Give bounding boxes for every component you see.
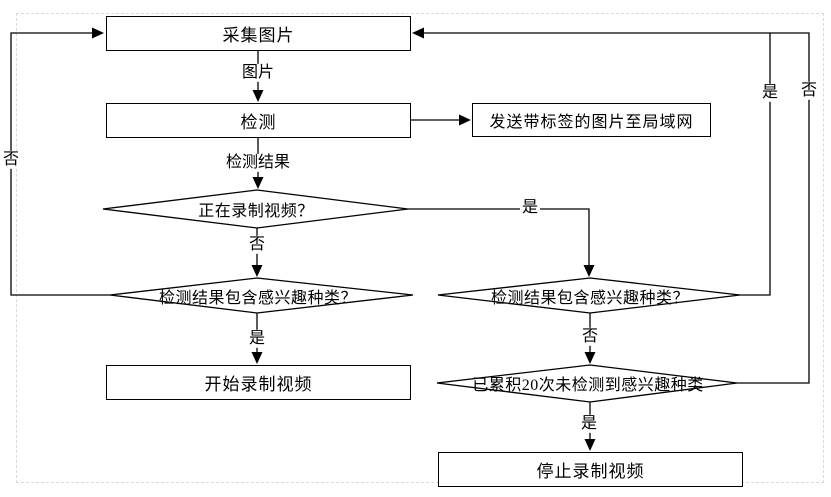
- edge-label-yes-accumulated: 是: [578, 414, 600, 434]
- decision-interest-left-label: 检测结果包含感兴趣种类？: [158, 290, 358, 307]
- edge-label-no-left-loop: 否: [0, 150, 22, 170]
- arrowhead-down-interest-right: [583, 265, 595, 277]
- arrowhead-down-accumulated: [584, 352, 596, 364]
- arrowhead-right-collect: [92, 27, 104, 39]
- node-start-recording-label: 开始录制视频: [204, 375, 313, 394]
- node-detect-label: 检测: [240, 113, 277, 132]
- arrowhead-down-interest-left: [251, 265, 263, 277]
- node-detect: 检测: [106, 103, 411, 138]
- decision-interest-right-label: 检测结果包含感兴趣种类？: [490, 290, 690, 307]
- edge-label-detect-result: 检测结果: [223, 153, 293, 173]
- decision-recording-label: 正在录制视频？: [198, 203, 314, 220]
- arrowhead-right-lan: [459, 114, 471, 126]
- node-stop-recording: 停止录制视频: [438, 452, 743, 487]
- arrowhead-down-stop-recording: [584, 439, 596, 451]
- diamond-interest-right-shape: [437, 277, 741, 314]
- edge-interest-right-yes-loop: [740, 33, 771, 296]
- arrowhead-left-collect: [412, 27, 424, 39]
- edge-label-no-right-loop: 否: [798, 81, 820, 101]
- diamond-accumulated-shape: [436, 364, 738, 403]
- edge-label-yes-right-loop: 是: [759, 83, 781, 103]
- arrowhead-down-decision1: [252, 177, 264, 189]
- decision-accumulated-label: 已累积20次未检测到感兴趣种类: [472, 377, 704, 394]
- node-stop-recording-label: 停止录制视频: [536, 462, 645, 481]
- arrowhead-down-start-recording: [251, 352, 263, 364]
- edge-label-yes-interest-left: 是: [246, 329, 268, 349]
- diamond-recording-shape: [102, 189, 409, 229]
- edge-interest-left-no-loop: [10, 32, 110, 296]
- edge-label-no-interest-right: 否: [579, 327, 601, 347]
- node-send-lan: 发送带标签的图片至局域网: [472, 103, 711, 137]
- edge-label-yes-decision1: 是: [519, 198, 541, 218]
- node-start-recording: 开始录制视频: [106, 365, 411, 400]
- edge-label-no-decision1: 否: [246, 235, 268, 255]
- node-collect-image: 采集图片: [106, 16, 411, 51]
- node-collect-image-label: 采集图片: [222, 26, 295, 45]
- diamond-interest-left-shape: [109, 277, 414, 314]
- node-send-lan-label: 发送带标签的图片至局域网: [489, 114, 694, 131]
- edge-label-image: 图片: [239, 63, 277, 83]
- edge-decision1-yes: [408, 208, 590, 265]
- arrowhead-down-detect: [252, 90, 264, 102]
- edge-accumulated-no-loop: [424, 32, 810, 384]
